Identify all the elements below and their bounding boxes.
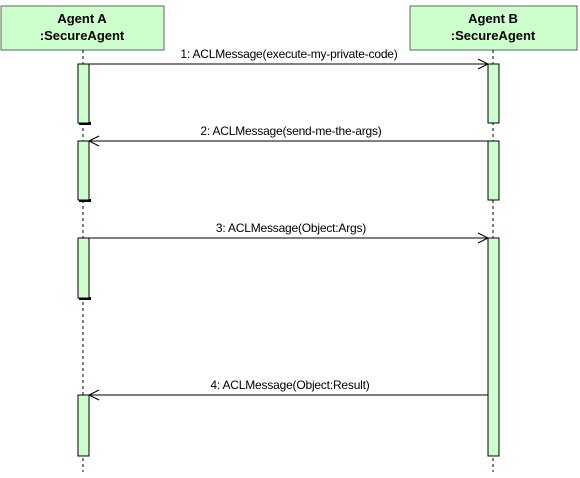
participant-agent-a-name: Agent A	[57, 11, 107, 26]
activation-agent-b-3	[487, 237, 500, 457]
message-4-arrowhead	[87, 389, 100, 401]
message-2-arrowhead	[87, 135, 100, 147]
message-3[interactable]: 3: ACLMessage(Object:Args)	[89, 221, 490, 244]
activation-agent-b-2	[487, 140, 500, 201]
message-1[interactable]: 1: ACLMessage(execute-my-private-code)	[89, 47, 490, 70]
participant-agent-b-name: Agent B	[468, 11, 518, 26]
participant-agent-a-type: :SecureAgent	[40, 28, 125, 43]
message-1-label: 1: ACLMessage(execute-my-private-code)	[180, 47, 397, 61]
message-4-label: 4: ACLMessage(Object:Result)	[210, 378, 369, 392]
message-1-arrowhead	[477, 58, 490, 70]
message-3-arrowhead	[477, 232, 490, 244]
participant-agent-b[interactable]: Agent B :SecureAgent	[409, 5, 578, 51]
activation-agent-b-1	[487, 63, 500, 124]
activation-agent-a-2	[77, 140, 91, 202]
participant-agent-a[interactable]: Agent A :SecureAgent	[0, 5, 165, 51]
participant-agent-b-type: :SecureAgent	[451, 28, 536, 43]
message-2[interactable]: 2: ACLMessage(send-me-the-args)	[87, 124, 488, 147]
activation-agent-a-4	[77, 394, 90, 457]
message-4[interactable]: 4: ACLMessage(Object:Result)	[87, 378, 488, 401]
activation-agent-a-1	[77, 63, 91, 125]
message-3-label: 3: ACLMessage(Object:Args)	[216, 221, 366, 235]
message-2-label: 2: ACLMessage(send-me-the-args)	[200, 124, 381, 138]
activation-agent-a-3	[77, 237, 91, 300]
